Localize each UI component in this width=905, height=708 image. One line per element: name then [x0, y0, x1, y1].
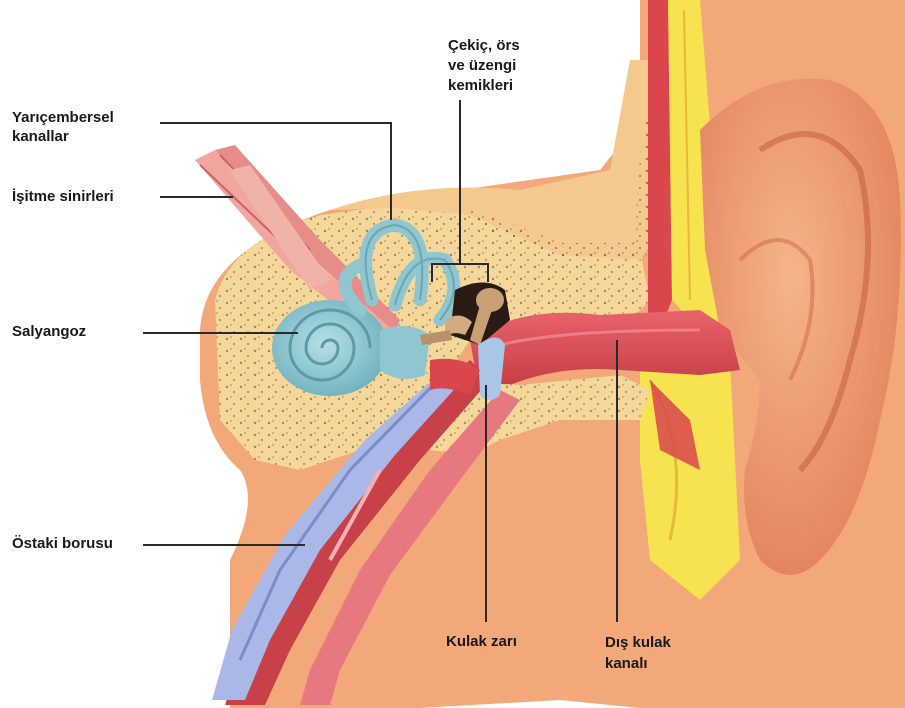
label-auditory-nerves: İşitme sinirleri — [12, 187, 114, 206]
label-line: kemikleri — [448, 76, 520, 96]
label-line: Dış kulak — [605, 632, 671, 653]
label-line: Yarıçembersel — [12, 108, 114, 127]
label-line: ve üzengi — [448, 56, 520, 76]
tissue-layer-red — [648, 0, 672, 330]
label-line: kanalı — [605, 653, 671, 674]
label-line: İşitme sinirleri — [12, 187, 114, 206]
label-line: Çekiç, örs — [448, 36, 520, 56]
label-line: Salyangoz — [12, 322, 86, 341]
label-ossicles: Çekiç, örs ve üzengi kemikleri — [448, 36, 520, 96]
label-line: kanallar — [12, 127, 114, 146]
label-line: Östaki borusu — [12, 534, 113, 553]
lower-cartilage — [640, 340, 740, 600]
label-line: Kulak zarı — [446, 632, 517, 651]
label-semicircular-canals: Yarıçembersel kanallar — [12, 108, 114, 146]
label-eardrum: Kulak zarı — [446, 632, 517, 651]
label-cochlea: Salyangoz — [12, 322, 86, 341]
label-eustachian-tube: Östaki borusu — [12, 534, 113, 553]
label-ear-canal: Dış kulak kanalı — [605, 632, 671, 674]
